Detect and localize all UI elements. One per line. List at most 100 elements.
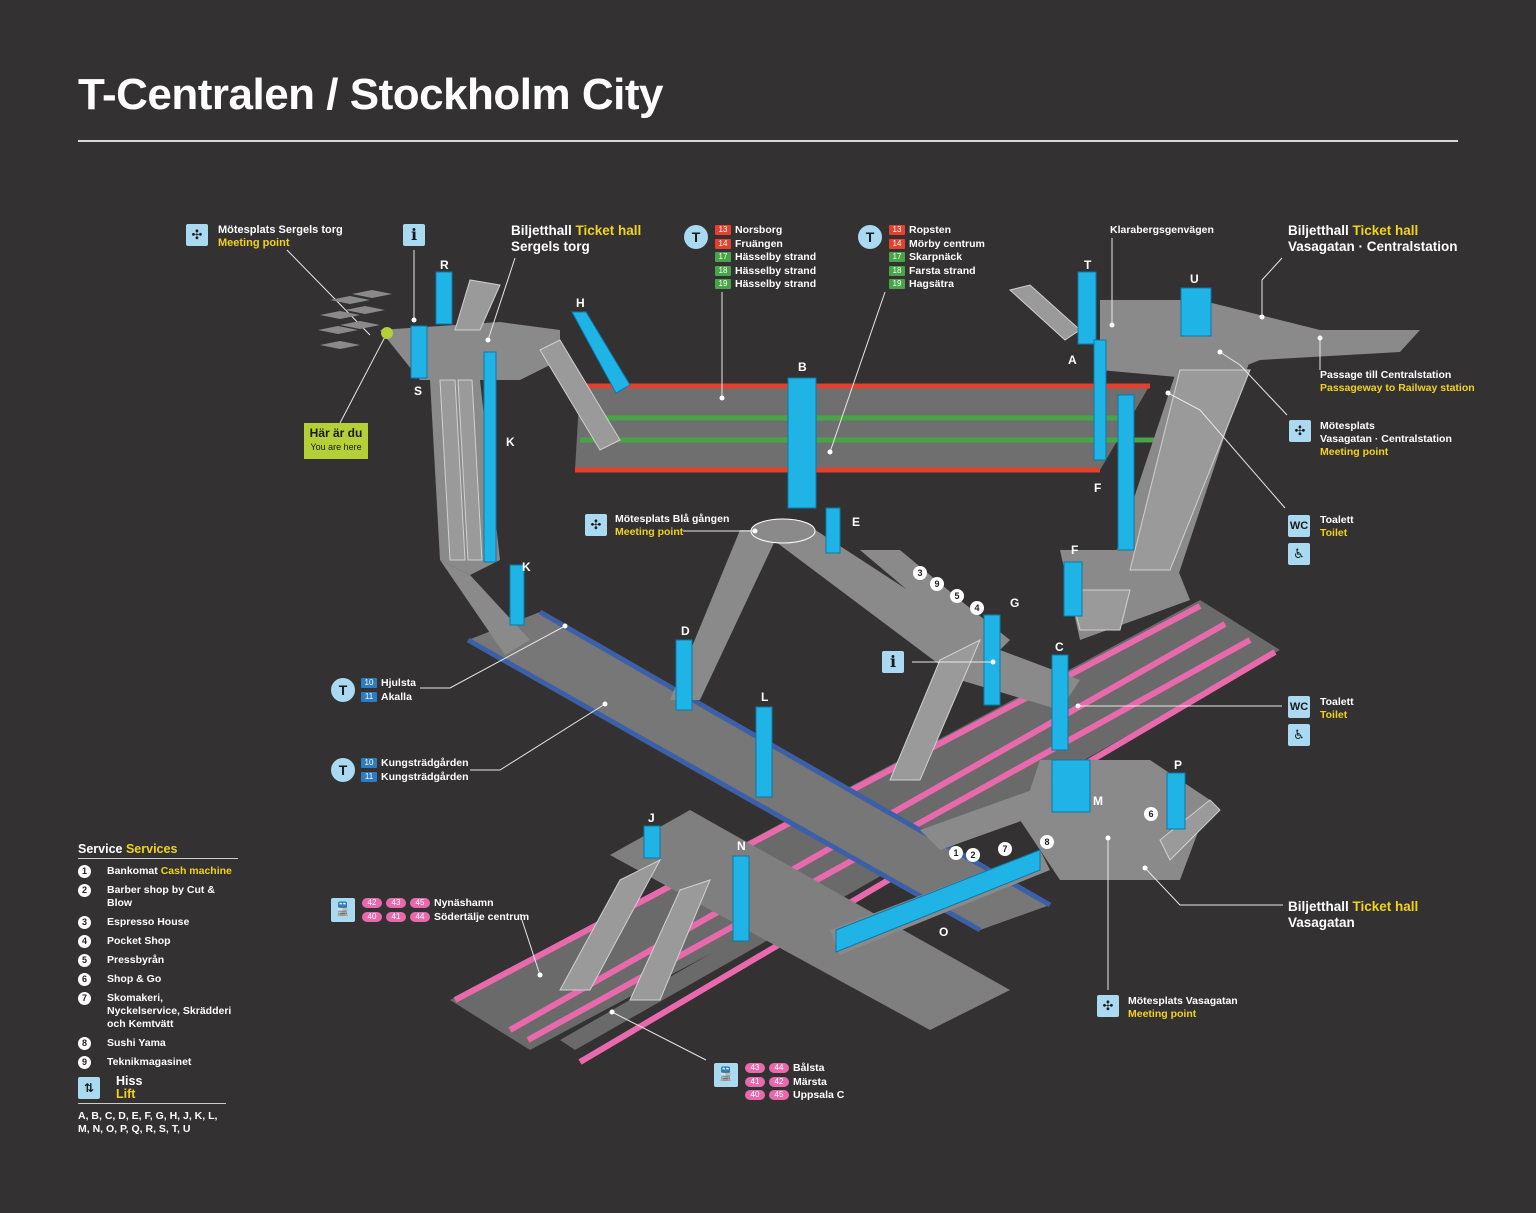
meeting-point-icon: ✣ [585, 514, 607, 536]
shop-marker: 4 [970, 601, 984, 615]
line-number-badge: 41 [745, 1076, 765, 1087]
leader-lines [286, 238, 1321, 1061]
line-number-badge: 17 [889, 252, 905, 263]
line-number-badge: 42 [769, 1076, 789, 1087]
lift-letter-j: J [648, 811, 655, 825]
shop-marker: 8 [1040, 835, 1054, 849]
line-number-badge: 44 [769, 1063, 789, 1074]
route-row: 18 Farsta strand [889, 265, 985, 279]
shop-marker: 2 [966, 848, 980, 862]
line-number-badge: 18 [889, 265, 905, 276]
line-number-badge: 19 [889, 279, 905, 290]
sergels-torg-hall [380, 322, 560, 380]
service-number: 2 [78, 884, 91, 897]
ticket-hall-vasagatan-central: Biljetthall Ticket hall Vasagatan · Cent… [1288, 223, 1458, 254]
line-number-badge: 13 [889, 225, 905, 236]
route-destination: Märsta [793, 1075, 827, 1088]
vasagatan-central-hall [1100, 300, 1420, 380]
shop-marker: 7 [998, 842, 1012, 856]
service-name: Pressbyrån [107, 954, 165, 966]
line-number-badge: 45 [769, 1090, 789, 1101]
service-item: 2 Barber shop by Cut & Blow [78, 884, 238, 910]
service-label: Skomakeri, Nyckelservice, Skrädderi och … [107, 992, 238, 1031]
lift-letter-n: N [737, 839, 746, 853]
route-destination: Södertälje centrum [434, 910, 530, 923]
service-number: 9 [78, 1056, 91, 1069]
lift-letter-r: R [440, 258, 449, 272]
lift-letter-c: C [1055, 640, 1064, 654]
line-number-badge: 11 [361, 691, 377, 702]
line-number-badge: 43 [745, 1063, 765, 1074]
upper-platform [575, 385, 1150, 470]
route-destination: Nynäshamn [434, 897, 494, 909]
service-name: Pocket Shop [107, 935, 171, 947]
train-icon: 🚆 [714, 1063, 738, 1087]
route-destination: Hässelby strand [735, 251, 817, 263]
line-number-badge: 40 [362, 911, 382, 922]
shop-marker: 3 [913, 566, 927, 580]
shop-marker: 5 [950, 589, 964, 603]
meeting-point-icon: ✣ [1097, 995, 1119, 1017]
lift-letter-f: F [1071, 543, 1079, 557]
route-destination: Kungsträdgården [381, 757, 469, 769]
lift-letter-f: F [1094, 481, 1102, 495]
lifts [410, 271, 1212, 953]
service-number: 5 [78, 954, 91, 967]
service-name: Espresso House [107, 916, 190, 928]
lift-letter-b: B [798, 360, 807, 374]
metro-icon: T [858, 225, 882, 249]
service-number: 7 [78, 992, 91, 1005]
lift-icon: ⇅ [78, 1077, 100, 1099]
info-icon[interactable]: i [403, 224, 425, 246]
service-label: Barber shop by Cut & Blow [107, 884, 238, 910]
line-number-badge: 42 [362, 898, 382, 909]
service-label: Pressbyrån [107, 954, 164, 967]
shop-marker: 9 [930, 577, 944, 591]
route-destination: Farsta strand [909, 264, 976, 277]
route-destination: Hässelby strand [735, 264, 817, 277]
route-destination: Fruängen [735, 237, 783, 250]
train-icon: 🚆 [331, 898, 355, 922]
metro-icon: T [684, 225, 708, 249]
lift-letter-a: A [1068, 353, 1077, 367]
metro-icon: T [331, 678, 355, 702]
lift-letter-g: G [1010, 596, 1020, 610]
service-name: Barber shop by Cut & Blow [107, 884, 215, 909]
klarabergsgenvagen-label: Klarabergsgenvägen [1110, 224, 1214, 236]
lift-letter-l: L [761, 690, 769, 704]
sergels-torg-pattern [318, 290, 392, 349]
lower-concourse [610, 810, 1010, 1030]
route-row: 41 42 Märsta [745, 1076, 844, 1090]
line-number-badge: 11 [361, 771, 377, 782]
line-number-badge: 40 [745, 1090, 765, 1101]
service-name: Shop & Go [107, 973, 162, 985]
blue-line-tracks [466, 609, 1052, 933]
ticket-hall-vasagatan: Biljetthall Ticket hall Vasagatan [1288, 899, 1419, 930]
lift-letter-t: T [1084, 258, 1092, 272]
service-label: Sushi Yama [107, 1037, 166, 1050]
lift-letter-e: E [852, 515, 861, 529]
info-icon[interactable]: i [882, 651, 904, 673]
service-number: 6 [78, 973, 91, 986]
